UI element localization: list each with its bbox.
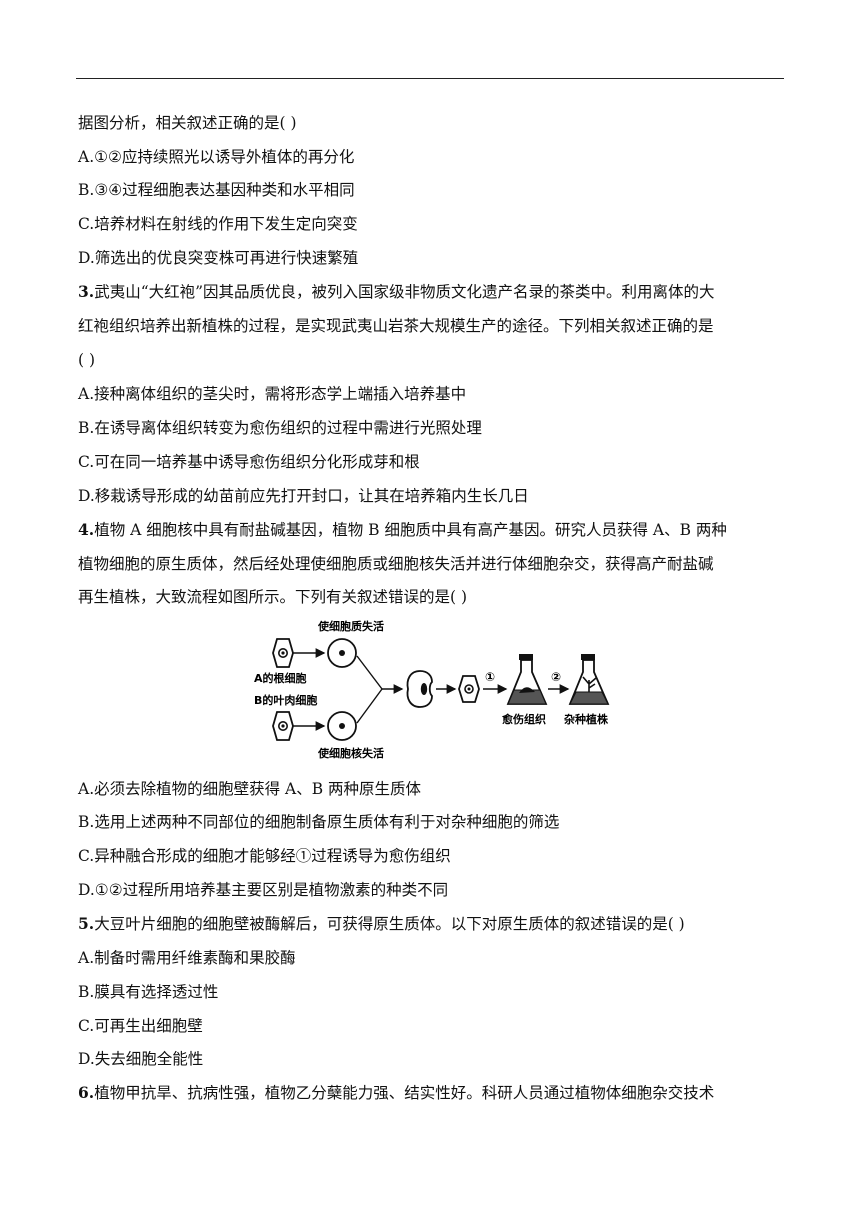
question-number: 6. bbox=[78, 1083, 95, 1102]
text-line: B.选用上述两种不同部位的细胞制备原生质体有利于对杂种细胞的筛选 bbox=[78, 812, 559, 832]
text-line: C.异种融合形成的细胞才能够经①过程诱导为愈伤组织 bbox=[78, 846, 451, 866]
callus-flask-icon bbox=[506, 654, 548, 705]
text-line: D.移栽诱导形成的幼苗前应先打开封口，让其在培养箱内生长几日 bbox=[78, 486, 529, 506]
text-line: B.在诱导离体组织转变为愈伤组织的过程中需进行光照处理 bbox=[78, 418, 482, 438]
line-text: D.①②过程所用培养基主要区别是植物激素的种类不同 bbox=[78, 881, 449, 899]
label-hybrid-plant: 杂种植株 bbox=[564, 712, 609, 726]
fusion-arrows bbox=[356, 655, 404, 724]
question-number: 3. bbox=[78, 282, 95, 301]
line-text: A.必须去除植物的细胞壁获得 A、B 两种原生质体 bbox=[78, 780, 422, 798]
text-line: 红袍组织培养出新植株的过程，是实现武夷山岩茶大规模生产的途径。下列相关叙述正确的… bbox=[78, 316, 714, 336]
line-text: A.制备时需用纤维素酶和果胶酶 bbox=[78, 949, 296, 967]
protoplast-fusion-diagram: 使细胞质失活 A的根细胞 B的叶肉细胞 使细胞核失活 bbox=[254, 619, 610, 760]
line-text: C.异种融合形成的细胞才能够经①过程诱导为愈伤组织 bbox=[78, 847, 451, 865]
text-line: B.膜具有选择透过性 bbox=[78, 982, 218, 1002]
line-text: 据图分析，相关叙述正确的是( ) bbox=[78, 114, 297, 132]
question-number: 4. bbox=[78, 520, 95, 539]
line-text: 武夷山“大红袍”因其品质优良，被列入国家级非物质文化遗产名录的茶类中。利用离体的… bbox=[94, 283, 715, 301]
line-text: B.③④过程细胞表达基因种类和水平相同 bbox=[78, 181, 355, 199]
text-line: A.制备时需用纤维素酶和果胶酶 bbox=[78, 948, 296, 968]
text-line: A.接种离体组织的茎尖时，需将形态学上端插入培养基中 bbox=[78, 384, 466, 404]
header-rule bbox=[76, 78, 784, 79]
line-text: B.选用上述两种不同部位的细胞制备原生质体有利于对杂种细胞的筛选 bbox=[78, 813, 560, 831]
line-text: C.可在同一培养基中诱导愈伤组织分化形成芽和根 bbox=[78, 453, 420, 471]
label-a-root-cell: A的根细胞 bbox=[254, 671, 307, 685]
text-line: 再生植株，大致流程如图所示。下列有关叙述错误的是( ) bbox=[78, 587, 467, 607]
text-line: A.必须去除植物的细胞壁获得 A、B 两种原生质体 bbox=[78, 779, 421, 799]
text-line: C.可再生出细胞壁 bbox=[78, 1016, 203, 1036]
text-line: B.③④过程细胞表达基因种类和水平相同 bbox=[78, 180, 355, 200]
line-text: 红袍组织培养出新植株的过程，是实现武夷山岩茶大规模生产的途径。下列相关叙述正确的… bbox=[78, 317, 714, 335]
label-cytoplasm-inactivated: 使细胞质失活 bbox=[317, 619, 384, 633]
label-nucleus-inactivated: 使细胞核失活 bbox=[317, 746, 384, 760]
text-line: 5.大豆叶片细胞的细胞壁被酶解后，可获得原生质体。以下对原生质体的叙述错误的是(… bbox=[78, 914, 685, 934]
line-text: A.①②应持续照光以诱导外植体的再分化 bbox=[78, 148, 355, 166]
text-line: C.可在同一培养基中诱导愈伤组织分化形成芽和根 bbox=[78, 452, 420, 472]
line-text: D.失去细胞全能性 bbox=[78, 1050, 204, 1068]
cell-a-icon bbox=[272, 638, 294, 668]
line-text: D.筛选出的优良突变株可再进行快速繁殖 bbox=[78, 249, 359, 267]
protoplast-a-icon bbox=[327, 638, 357, 668]
line-text: 植物甲抗旱、抗病性强，植物乙分蘖能力强、结实性好。科研人员通过植物体细胞杂交技术 bbox=[94, 1084, 715, 1102]
hybrid-cell-icon bbox=[458, 675, 480, 703]
hybrid-plant-flask-icon bbox=[568, 654, 610, 705]
line-text: B.在诱导离体组织转变为愈伤组织的过程中需进行光照处理 bbox=[78, 419, 482, 437]
line-text: D.移栽诱导形成的幼苗前应先打开封口，让其在培养箱内生长几日 bbox=[78, 487, 529, 505]
line-text: C.可再生出细胞壁 bbox=[78, 1017, 203, 1035]
line-text: 大豆叶片细胞的细胞壁被酶解后，可获得原生质体。以下对原生质体的叙述错误的是( ) bbox=[94, 915, 685, 933]
text-line: 据图分析，相关叙述正确的是( ) bbox=[78, 113, 297, 133]
text-line: 6.植物甲抗旱、抗病性强，植物乙分蘖能力强、结实性好。科研人员通过植物体细胞杂交… bbox=[78, 1083, 714, 1103]
text-line: D.筛选出的优良突变株可再进行快速繁殖 bbox=[78, 248, 358, 268]
line-text: C.培养材料在射线的作用下发生定向突变 bbox=[78, 215, 358, 233]
text-line: 植物细胞的原生质体，然后经处理使细胞质或细胞核失活并进行体细胞杂交，获得高产耐盐… bbox=[78, 554, 714, 574]
line-text: ( ) bbox=[78, 351, 96, 369]
line-text: 植物 A 细胞核中具有耐盐碱基因，植物 B 细胞质中具有高产基因。研究人员获得 … bbox=[94, 521, 727, 539]
cell-b-icon bbox=[272, 711, 294, 741]
step-2-label: ② bbox=[551, 670, 561, 684]
line-text: A.接种离体组织的茎尖时，需将形态学上端插入培养基中 bbox=[78, 385, 467, 403]
question-number: 5. bbox=[78, 914, 95, 933]
text-line: 3.武夷山“大红袍”因其品质优良，被列入国家级非物质文化遗产名录的茶类中。利用离… bbox=[78, 282, 715, 302]
line-text: 再生植株，大致流程如图所示。下列有关叙述错误的是( ) bbox=[78, 588, 468, 606]
line-text: 植物细胞的原生质体，然后经处理使细胞质或细胞核失活并进行体细胞杂交，获得高产耐盐… bbox=[78, 555, 714, 573]
fused-cell-icon bbox=[406, 670, 433, 708]
text-line: A.①②应持续照光以诱导外植体的再分化 bbox=[78, 147, 354, 167]
text-line: ( ) bbox=[78, 350, 95, 370]
line-text: B.膜具有选择透过性 bbox=[78, 983, 219, 1001]
protoplast-b-icon bbox=[327, 711, 357, 741]
text-line: D.失去细胞全能性 bbox=[78, 1049, 203, 1069]
label-b-mesophyll-cell: B的叶肉细胞 bbox=[254, 693, 317, 707]
step-1-label: ① bbox=[485, 670, 495, 684]
label-callus: 愈伤组织 bbox=[502, 712, 546, 726]
text-line: C.培养材料在射线的作用下发生定向突变 bbox=[78, 214, 358, 234]
text-line: D.①②过程所用培养基主要区别是植物激素的种类不同 bbox=[78, 880, 448, 900]
text-line: 4.植物 A 细胞核中具有耐盐碱基因，植物 B 细胞质中具有高产基因。研究人员获… bbox=[78, 520, 727, 540]
